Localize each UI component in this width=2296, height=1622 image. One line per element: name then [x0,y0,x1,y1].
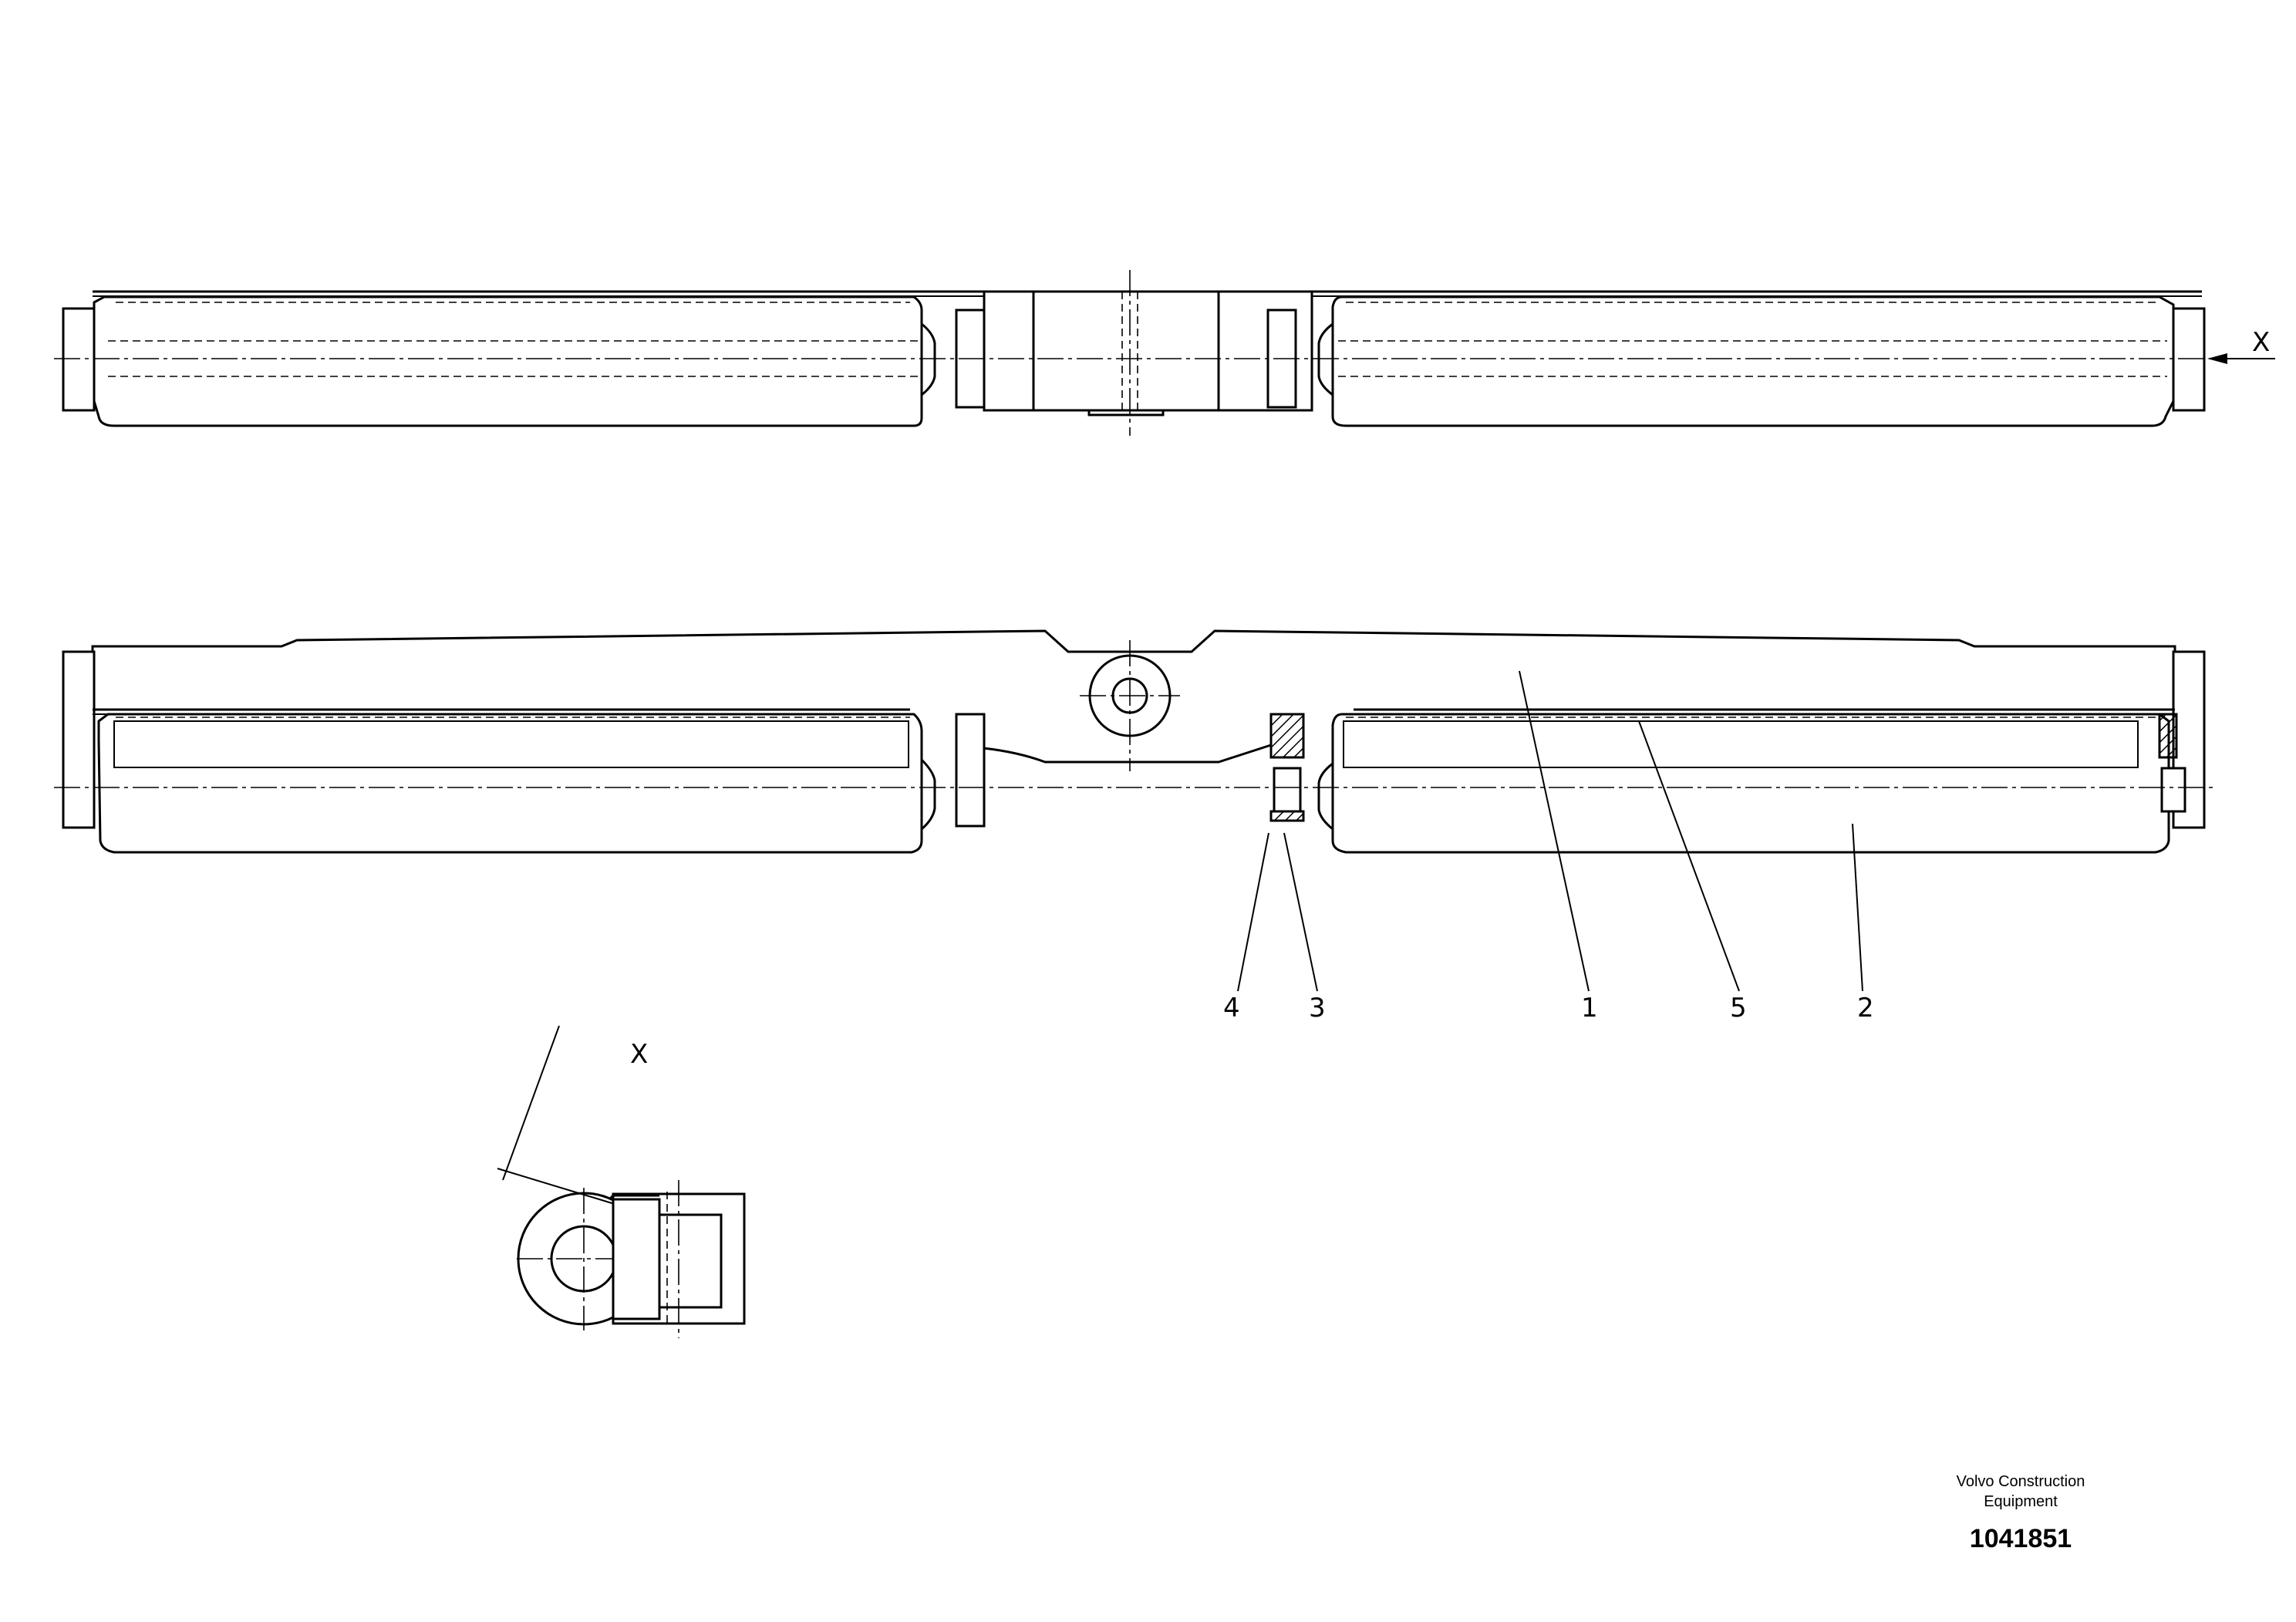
frame-top [91,629,2176,653]
left-end-cap [62,307,96,412]
left-end-plate [62,650,96,829]
callout-5: 5 [1730,993,1747,1023]
right-end-cap [2172,307,2206,412]
callout-4: 4 [1223,993,1240,1023]
left-side-roller [97,713,923,854]
callout-2: 2 [1857,993,1874,1023]
seal-ring [1273,767,1302,813]
callout-3: 3 [1309,993,1326,1023]
detail-view-label: X [630,1039,648,1070]
callout-1: 1 [1581,993,1598,1023]
credit-line-1: Volvo Construction [1956,1473,2085,1490]
credit-line-2: Equipment [1984,1493,2058,1510]
drawing-number: 1041851 [1969,1524,2072,1553]
top-view: X [54,270,2275,436]
callout-leaders [1237,670,1863,992]
view-marker-label: X [2252,327,2270,358]
detail-view-x: X [497,1025,746,1338]
right-roller [1331,295,2175,427]
side-view [54,629,2213,854]
left-roller [93,295,923,427]
seal-housing [1269,713,1305,759]
right-side-roller [1331,713,2170,854]
publisher-credit: Volvo Construction Equipment 1041851 [1882,1472,2159,1554]
